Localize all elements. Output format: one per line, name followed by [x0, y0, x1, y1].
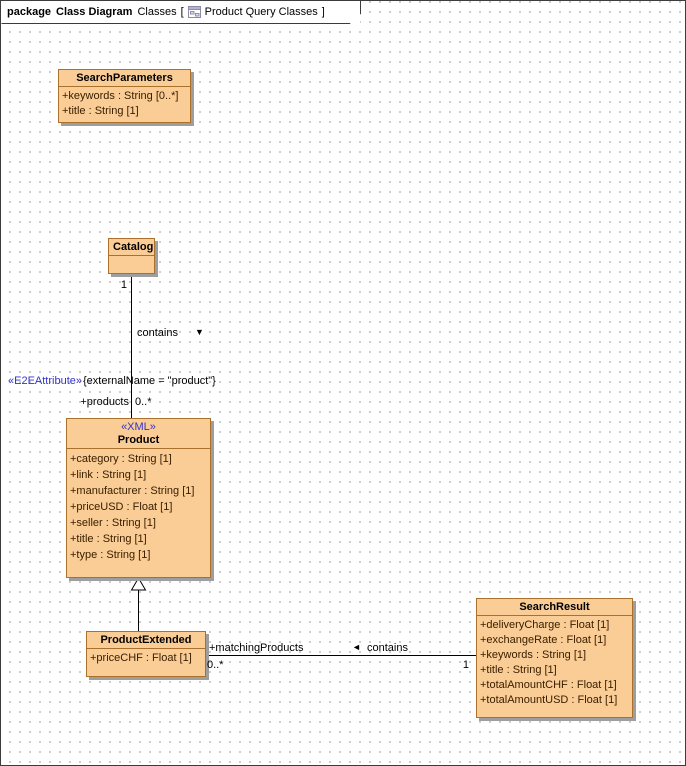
frame-keyword: package — [7, 6, 52, 18]
class-productextended[interactable]: ProductExtended +priceCHF : Float [1] — [86, 631, 206, 677]
association-name-contains-vertical[interactable]: contains ▼ — [137, 327, 204, 339]
attribute-compartment: +priceCHF : Float [1] — [87, 649, 205, 668]
attribute: +seller : String [1] — [70, 517, 156, 529]
frame-bracket-open: [ — [180, 6, 184, 18]
attribute: +priceUSD : Float [1] — [70, 501, 173, 513]
association-name-text: contains — [366, 642, 408, 654]
role-products[interactable]: +products — [80, 396, 129, 408]
attribute: +totalAmountUSD : Float [1] — [480, 694, 618, 706]
attribute: +title : String [1] — [70, 533, 147, 545]
class-name: SearchResult — [477, 599, 632, 616]
class-catalog[interactable]: Catalog — [108, 238, 155, 274]
attribute: +keywords : String [0..*] — [62, 90, 179, 102]
class-name: SearchParameters — [59, 70, 190, 87]
attribute: +totalAmountCHF : Float [1] — [480, 679, 617, 691]
reading-direction-down-icon: ▼ — [195, 327, 204, 337]
diagram-frame-tab[interactable]: package Class Diagram Classes [ Product … — [1, 1, 360, 23]
frame-bracket-close: ] — [321, 6, 325, 18]
attribute: +title : String [1] — [480, 664, 557, 676]
class-diagram-icon — [187, 6, 201, 18]
generalization-triangle-icon[interactable] — [130, 577, 147, 591]
multiplicity-product-end[interactable]: 0..* — [135, 396, 152, 408]
class-searchresult[interactable]: SearchResult +deliveryCharge : Float [1]… — [476, 598, 633, 718]
attribute: +link : String [1] — [70, 469, 147, 481]
attribute-compartment: +keywords : String [0..*] +title : Strin… — [59, 87, 190, 121]
multiplicity-catalog-end[interactable]: 1 — [120, 279, 127, 291]
association-name-contains-horizontal[interactable]: ◄ contains — [352, 642, 408, 654]
multiplicity-productextended-end[interactable]: 0..* — [207, 659, 224, 671]
attribute: +title : String [1] — [62, 105, 139, 117]
class-searchparameters[interactable]: SearchParameters +keywords : String [0..… — [58, 69, 191, 123]
attribute: +manufacturer : String [1] — [70, 485, 195, 497]
reading-direction-left-icon: ◄ — [352, 642, 361, 652]
attribute-compartment: +category : String [1] +link : String [1… — [67, 449, 210, 565]
attribute-compartment: +deliveryCharge : Float [1] +exchangeRat… — [477, 616, 632, 710]
association-constraint-externalname[interactable]: {externalName = "product"} — [83, 375, 216, 387]
class-product[interactable]: «XML» Product +category : String [1] +li… — [66, 418, 211, 578]
frame-context: Classes — [137, 6, 177, 18]
class-header: «XML» Product — [67, 419, 210, 449]
class-name: Catalog — [109, 239, 154, 256]
multiplicity-searchresult-end[interactable]: 1 — [462, 659, 469, 671]
association-stereotype-e2eattribute[interactable]: «E2EAttribute» — [8, 375, 82, 387]
class-name: ProductExtended — [87, 632, 205, 649]
class-name: Product — [117, 434, 160, 446]
role-matchingproducts[interactable]: +matchingProducts — [209, 642, 304, 654]
attribute: +keywords : String [1] — [480, 649, 587, 661]
attribute-compartment — [109, 256, 154, 272]
association-name-text: contains — [137, 327, 178, 339]
attribute: +deliveryCharge : Float [1] — [480, 619, 610, 631]
attribute: +exchangeRate : Float [1] — [480, 634, 607, 646]
class-stereotype: «XML» — [121, 421, 156, 433]
frame-diagram-name: Product Query Classes — [204, 6, 318, 18]
frame-diagram-kind: Class Diagram — [56, 6, 133, 18]
attribute: +category : String [1] — [70, 453, 172, 465]
attribute: +priceCHF : Float [1] — [90, 652, 192, 664]
attribute: +type : String [1] — [70, 549, 151, 561]
